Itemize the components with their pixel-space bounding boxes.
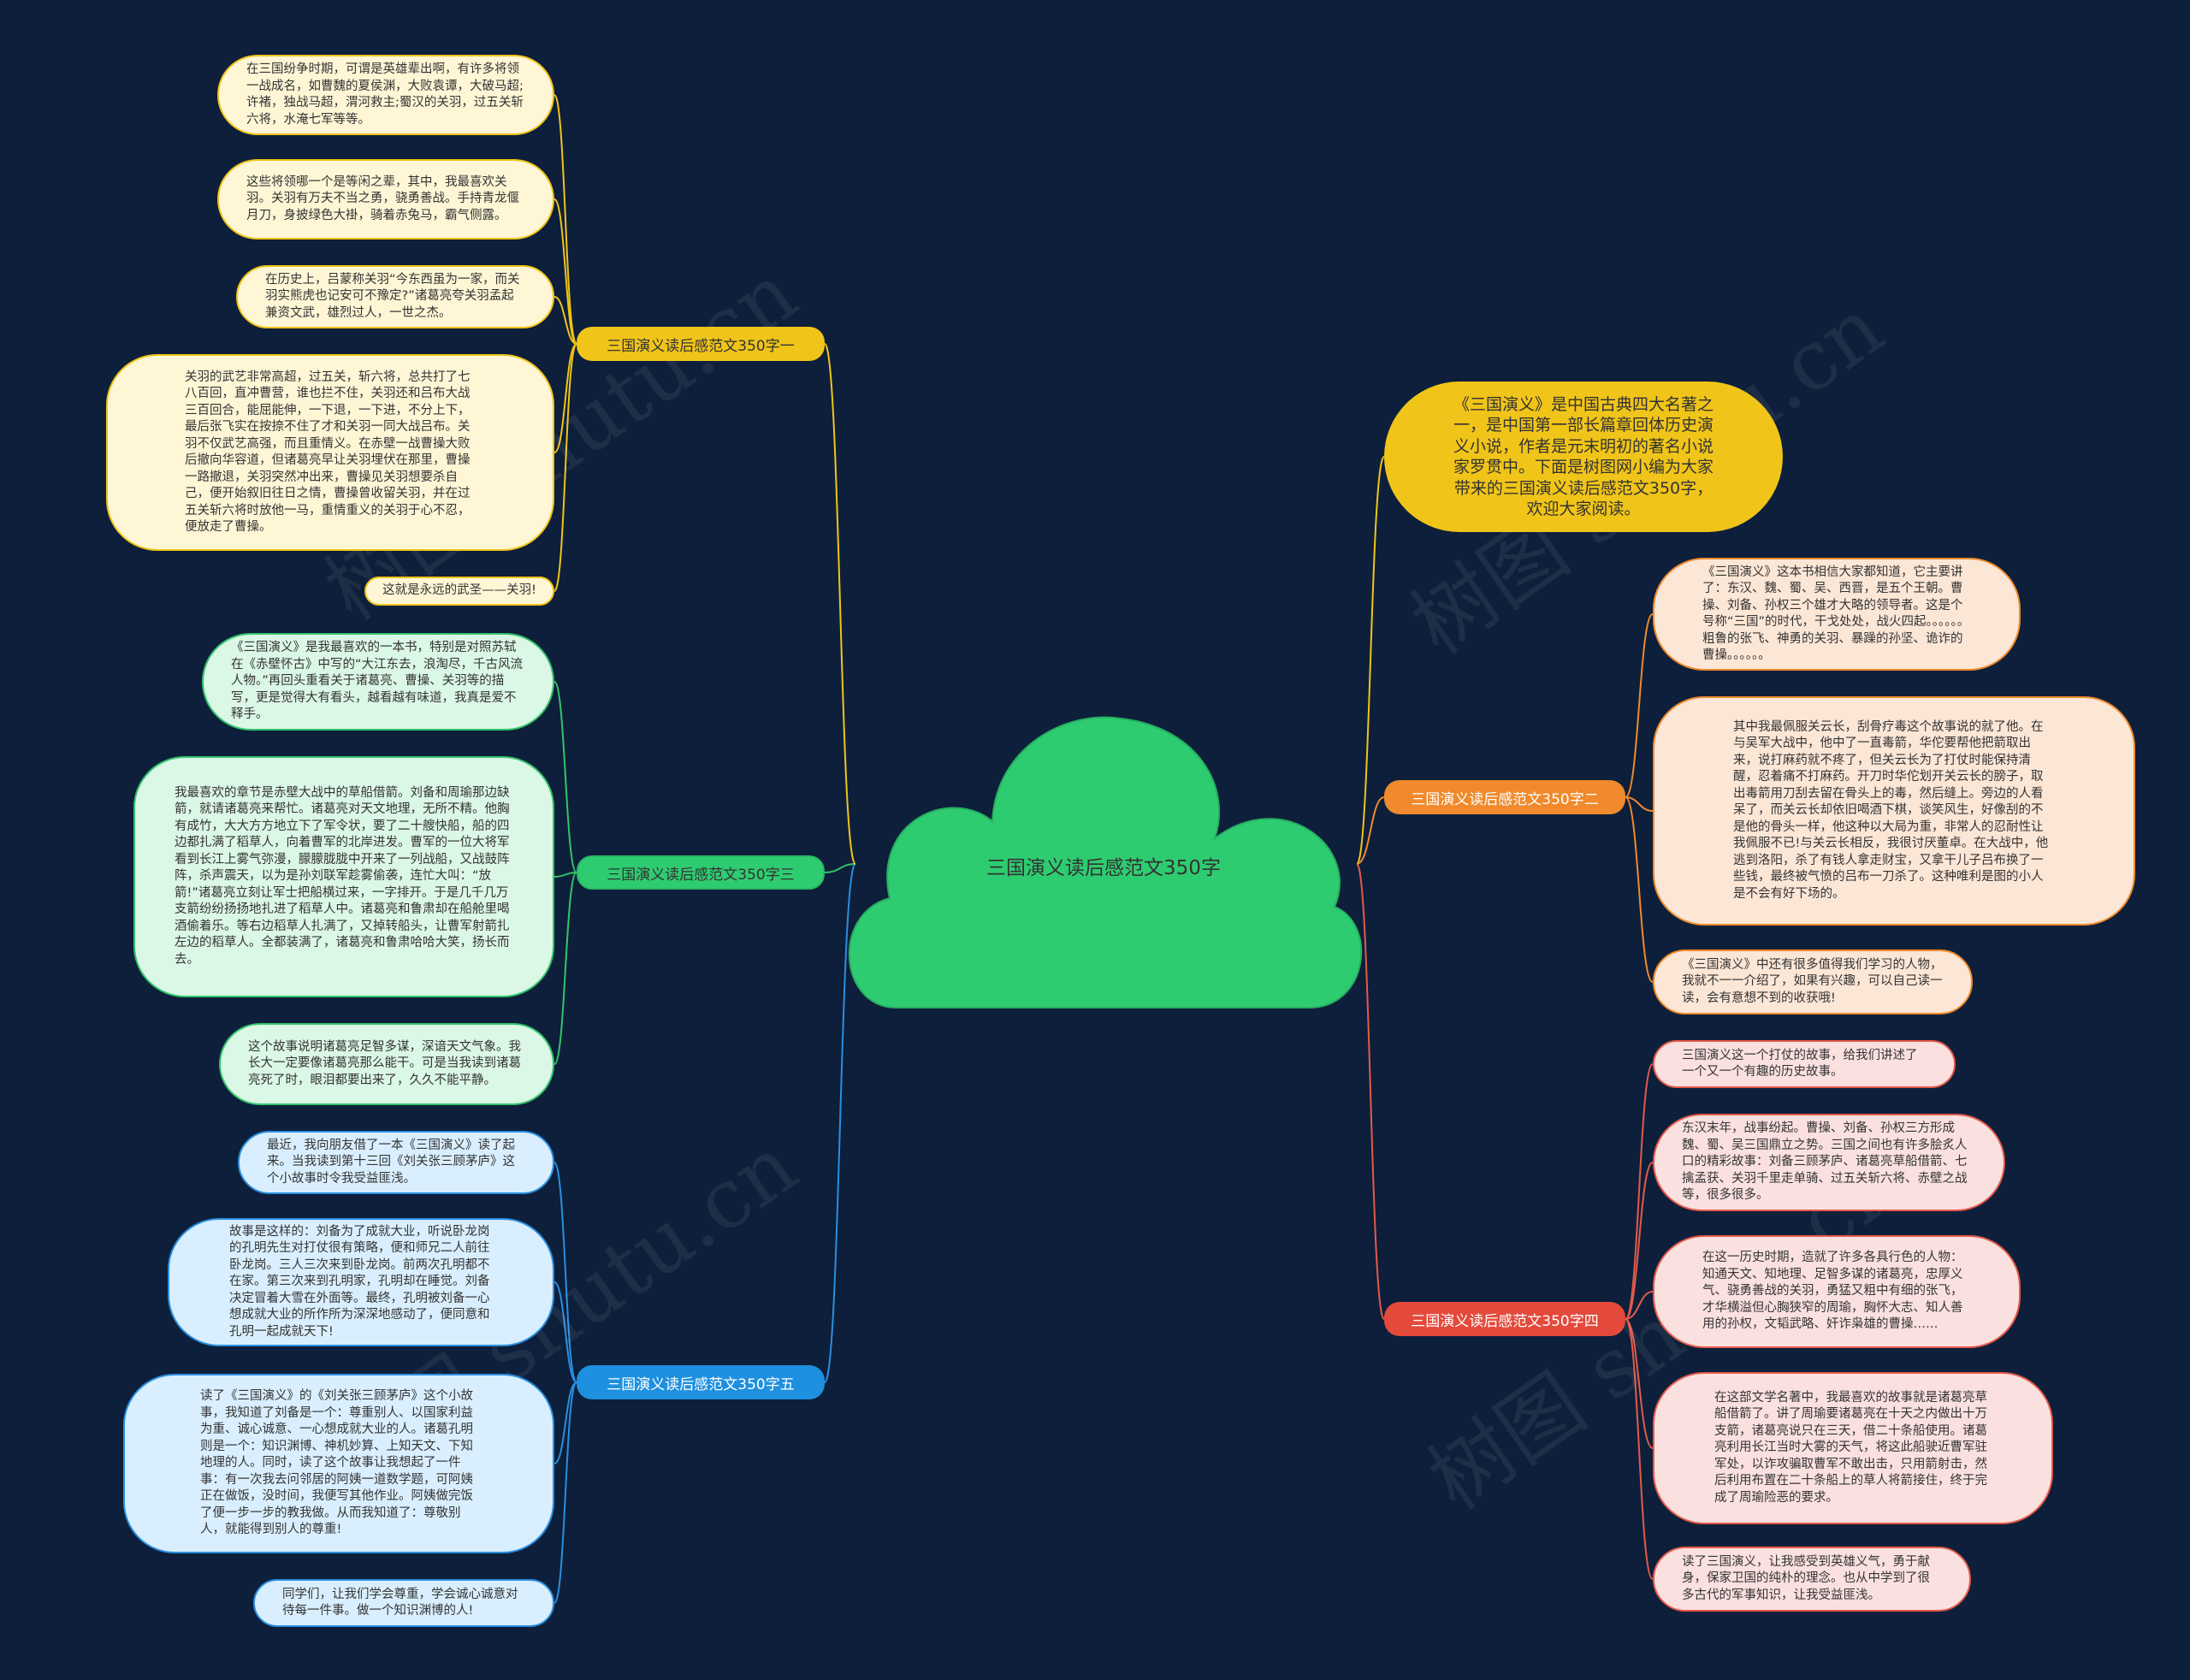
leaf-5-2[interactable]: 故事是这样的：刘备为了成就大业，听说卧龙岗的孔明先生对打仗很有策略，便和师兄二人… xyxy=(168,1218,554,1346)
leaf-5-2-link xyxy=(553,1281,577,1383)
branch-5[interactable]: 三国演义读后感范文350字五 xyxy=(577,1365,825,1399)
leaf-1-5-link xyxy=(553,343,577,592)
leaf-4-4[interactable]: 在这部文学名著中，我最喜欢的故事就是诸葛亮草船借箭了。讲了周瑜要诸葛亮在十天之内… xyxy=(1653,1372,2053,1524)
branch-2[interactable]: 三国演义读后感范文350字二 xyxy=(1384,780,1625,814)
leaf-4-5[interactable]: 读了三国演义，让我感受到英雄义气，勇于献身，保家卫国的纯朴的理念。也从中学到了很… xyxy=(1653,1547,1971,1612)
branch-1-link xyxy=(824,343,856,865)
leaf-5-4[interactable]: 同学们，让我们学会尊重，学会诚心诚意对待每一件事。做一个知识渊博的人! xyxy=(253,1579,554,1627)
leaf-5-1-link xyxy=(553,1162,577,1383)
leaf-3-1-link xyxy=(553,681,577,873)
leaf-2-1[interactable]: 《三国演义》这本书相信大家都知道，它主要讲了：东汉、魏、蜀、吴、西晋，是五个王朝… xyxy=(1653,558,2021,671)
leaf-1-2[interactable]: 这些将领哪一个是等闲之辈，其中，我最喜欢关羽。关羽有万夫不当之勇，骁勇善战。手持… xyxy=(217,159,554,240)
leaf-4-2[interactable]: 东汉末年，战事纷起。曹操、刘备、孙权三方形成魏、蜀、吴三国鼎立之势。三国之间也有… xyxy=(1653,1114,2005,1211)
leaf-4-1[interactable]: 三国演义这一个打仗的故事，给我们讲述了一个又一个有趣的历史故事。 xyxy=(1653,1040,1956,1088)
leaf-2-1-link xyxy=(1625,613,1654,798)
leaf-1-2-link xyxy=(553,198,577,345)
center-cloud xyxy=(849,716,1363,1009)
branch-4[interactable]: 三国演义读后感范文350字四 xyxy=(1384,1302,1625,1336)
center-topic[interactable]: 三国演义读后感范文350字 xyxy=(986,857,1221,879)
leaf-4-3-link xyxy=(1625,1291,1654,1320)
branch-2-link xyxy=(1356,796,1385,865)
leaf-1-3-link xyxy=(553,296,577,345)
leaf-4-3[interactable]: 在这一历史时期，造就了许多各具行色的人物：知通天文、知地理、足智多谋的诸葛亮，忠… xyxy=(1653,1235,2021,1348)
leaf-3-3[interactable]: 这个故事说明诸葛亮足智多谋，深谙天文气象。我长大一定要像诸葛亮那么能干。可是当我… xyxy=(219,1023,554,1105)
leaf-4-5-link xyxy=(1625,1318,1654,1580)
leaf-1-1-link xyxy=(553,94,577,345)
leaf-2-2[interactable]: 其中我最佩服关云长，刮骨疗毒这个故事说的就了他。在与吴军大战中，他中了一直毒箭，… xyxy=(1653,696,2135,926)
intro-link xyxy=(1356,456,1385,865)
leaf-3-1[interactable]: 《三国演义》是我最喜欢的一本书，特别是对照苏轼在《赤壁怀古》中写的“大江东去，浪… xyxy=(202,633,554,731)
leaf-3-2[interactable]: 我最喜欢的章节是赤壁大战中的草船借箭。刘备和周瑜那边缺箭，就请诸葛亮来帮忙。诸葛… xyxy=(133,756,554,997)
leaf-4-1-link xyxy=(1625,1063,1654,1320)
branch-4-link xyxy=(1356,863,1385,1320)
leaf-3-2-link xyxy=(553,872,577,878)
leaf-1-1[interactable]: 在三国纷争时期，可谓是英雄辈出啊，有许多将领一战成名，如曹魏的夏侯渊，大败袁谭，… xyxy=(217,55,554,135)
branch-3-link xyxy=(824,863,856,873)
leaf-3-3-link xyxy=(553,872,577,1065)
branch-1[interactable]: 三国演义读后感范文350字一 xyxy=(577,327,825,361)
leaf-4-4-link xyxy=(1625,1318,1654,1449)
leaf-5-4-link xyxy=(553,1381,577,1604)
leaf-1-4-link xyxy=(553,343,577,453)
leaf-4-2-link xyxy=(1625,1162,1654,1320)
leaf-2-2-link xyxy=(1625,796,1654,812)
leaf-5-1[interactable]: 最近，我向朋友借了一本《三国演义》读了起来。当我读到第十三回《刘关张三顾茅庐》这… xyxy=(238,1131,554,1194)
leaf-2-3[interactable]: 《三国演义》中还有很多值得我们学习的人物，我就不一一介绍了，如果有兴趣，可以自己… xyxy=(1653,949,1973,1015)
leaf-5-3[interactable]: 读了《三国演义》的《刘关张三顾茅庐》这个小故事，我知道了刘备是一个：尊重别人、以… xyxy=(123,1374,554,1553)
branch-5-link xyxy=(824,863,856,1383)
branch-3[interactable]: 三国演义读后感范文350字三 xyxy=(577,855,825,890)
leaf-1-3[interactable]: 在历史上，吕蒙称关羽“今东西虽为一家，而关羽实熊虎也记安可不豫定?”诸葛亮夸关羽… xyxy=(236,265,554,328)
leaf-2-3-link xyxy=(1625,796,1654,983)
leaf-1-4[interactable]: 关羽的武艺非常高超，过五关，斩六将，总共打了七八百回，直冲曹营，谁也拦不住，关羽… xyxy=(106,354,554,551)
intro-node[interactable]: 《三国演义》是中国古典四大名著之一，是中国第一部长篇章回体历史演义小说，作者是元… xyxy=(1384,382,1783,532)
leaf-5-3-link xyxy=(553,1381,577,1464)
leaf-1-5[interactable]: 这就是永远的武圣——关羽! xyxy=(364,577,554,606)
